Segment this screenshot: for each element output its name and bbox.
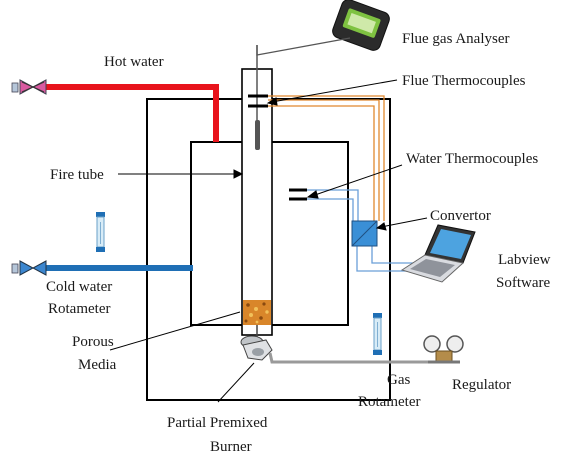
- analyser-hose: [256, 37, 351, 56]
- gas-rotameter-icon: [373, 313, 382, 355]
- labels: Flue gas Analyser Flue Thermocouples Hot…: [46, 31, 551, 455]
- convertor-icon: [351, 220, 378, 247]
- gas-supply-line: [268, 352, 430, 364]
- porous-media: [243, 300, 271, 325]
- hot-water-valve-icon: [11, 79, 47, 95]
- label-flue-gas-analyser: Flue gas Analyser: [402, 31, 509, 47]
- laptop-icon: [400, 224, 476, 283]
- convertor-cables: [356, 246, 418, 272]
- hot-water-pipe: [42, 84, 219, 142]
- cold-water-rotameter-icon: [96, 212, 105, 252]
- label-fire-tube: Fire tube: [50, 167, 104, 183]
- label-labview-line2: Software: [496, 275, 550, 291]
- label-porous-line1: Porous: [72, 334, 114, 350]
- flue-gas-analyser-icon: [332, 0, 390, 51]
- label-gas-line1: Gas: [387, 372, 410, 388]
- label-regulator: Regulator: [452, 377, 511, 393]
- water-thermocouple-wires: [307, 189, 359, 221]
- leader-lines: [109, 79, 428, 403]
- label-labview-line1: Labview: [498, 252, 551, 268]
- label-burner-line1: Partial Premixed: [167, 415, 268, 431]
- label-cold-water-line2: Rotameter: [48, 301, 110, 317]
- water-thermocouples: [289, 188, 307, 201]
- regulator-icon: [423, 335, 464, 364]
- label-flue-thermocouples: Flue Thermocouples: [402, 73, 526, 89]
- flue-thermocouple-wires: [268, 95, 385, 221]
- label-cold-water-line1: Cold water: [46, 279, 112, 295]
- label-burner-line2: Burner: [210, 439, 252, 455]
- label-water-thermocouples: Water Thermocouples: [406, 151, 538, 167]
- label-gas-line2: Rotameter: [358, 394, 420, 410]
- flue-thermocouples: [248, 94, 268, 108]
- label-hot-water: Hot water: [104, 54, 164, 70]
- burner-icon: [240, 325, 273, 361]
- cold-water-valve-icon: [11, 260, 47, 276]
- label-convertor: Convertor: [430, 208, 491, 224]
- label-porous-line2: Media: [78, 357, 117, 373]
